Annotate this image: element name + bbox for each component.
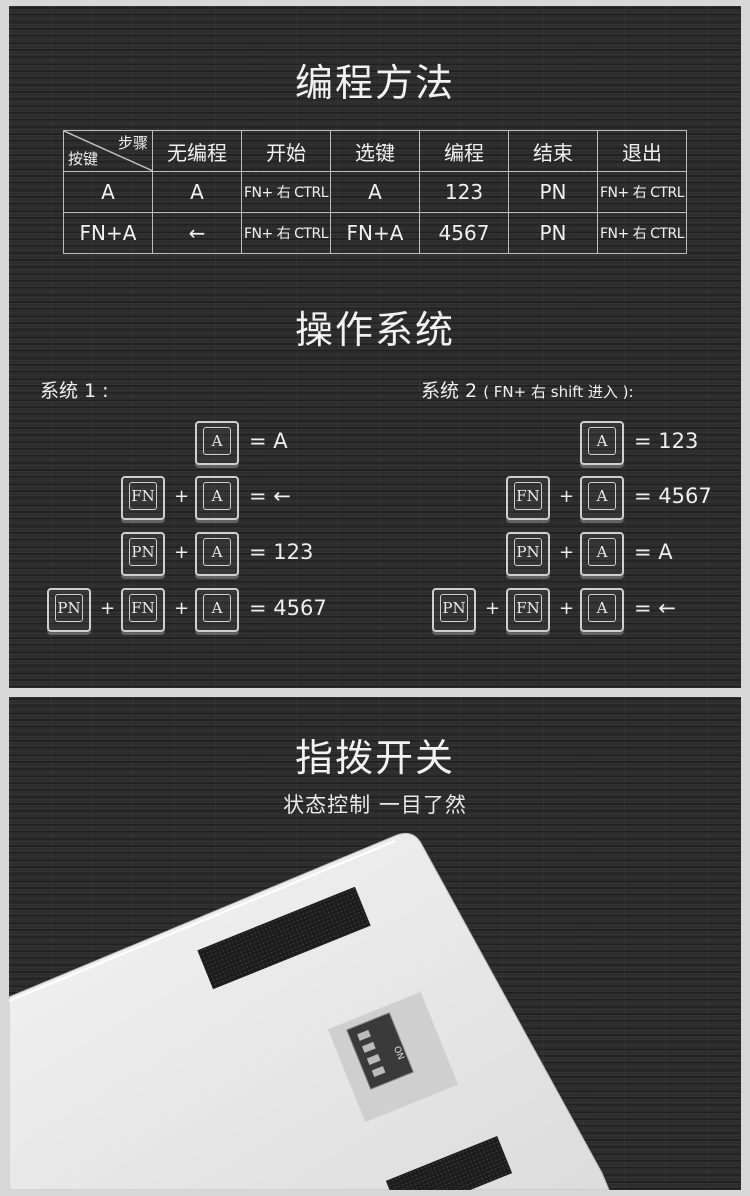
os-title: 操作系统 <box>294 308 455 352</box>
rubber-foot <box>197 886 371 990</box>
keycap-label: A <box>588 538 616 566</box>
rubber-foot <box>385 1135 513 1190</box>
keycap-label: A <box>588 482 616 510</box>
programming-table: 步骤 按键 无编程 开始 选键 编程 结束 退出 A A FN+ 右 CTRL … <box>63 130 687 254</box>
table-header-row: 步骤 按键 无编程 开始 选键 编程 结束 退出 <box>63 130 687 172</box>
keyboard-bottom-image: ON <box>9 832 610 1190</box>
table-cell: FN+ 右 CTRL <box>241 171 331 213</box>
keycap-label: A <box>203 427 231 455</box>
keycap-a: A <box>195 532 239 576</box>
table-cell: FN+ 右 CTRL <box>597 212 687 254</box>
table-cell: PN <box>508 212 598 254</box>
system2-result: = 123 <box>634 429 699 453</box>
table-cell: PN <box>508 171 598 213</box>
system2-result: = ← <box>634 596 676 620</box>
table-cell: FN+ 右 CTRL <box>241 212 331 254</box>
plus-sign: + <box>559 598 575 619</box>
dip-subtitle: 状态控制 一目了然 <box>283 793 467 817</box>
dip-switch-panel: 指拨开关 状态控制 一目了然 ON <box>9 697 741 1190</box>
table-cell: FN+A <box>330 212 420 254</box>
system1-result: = 4567 <box>249 596 327 620</box>
diagonal-line <box>64 131 152 171</box>
plus-sign: + <box>174 486 190 507</box>
keycap-label: PN <box>129 538 157 566</box>
keycap-label: PN <box>514 538 542 566</box>
system2-label-main: 系统 2 <box>421 380 478 402</box>
table-header: 退出 <box>597 130 687 172</box>
system2-result: = 4567 <box>634 484 712 508</box>
system1-result: = A <box>249 429 288 453</box>
table-row: FN+A ← FN+ 右 CTRL FN+A 4567 PN FN+ 右 CTR… <box>63 212 687 254</box>
table-cell: 4567 <box>419 212 509 254</box>
table-header: 结束 <box>508 130 598 172</box>
keycap-fn: FN <box>506 476 550 520</box>
system1-result: = ← <box>249 484 291 508</box>
system1-label: 系统 1 : <box>40 380 109 402</box>
keycap-fn: FN <box>121 476 165 520</box>
table-cell: ← <box>152 212 242 254</box>
keycap-a: A <box>580 476 624 520</box>
system2-label: 系统 2 ( FN+ 右 shift 进入 ): <box>421 376 634 403</box>
system2-result: = A <box>634 540 673 564</box>
table-header: 开始 <box>241 130 331 172</box>
dip-on-label: ON <box>391 1045 405 1062</box>
keycap-pn: PN <box>121 532 165 576</box>
table-cell: A <box>152 171 242 213</box>
plus-sign: + <box>100 598 116 619</box>
system1-result: = 123 <box>249 540 314 564</box>
keycap-label: FN <box>514 594 542 622</box>
system2-label-detail: ( FN+ 右 shift 进入 ): <box>483 383 634 401</box>
keycap-fn: FN <box>506 588 550 632</box>
programming-panel: 编程方法 步骤 按键 无编程 开始 选键 编程 结束 退出 A A FN+ 右 … <box>9 6 741 688</box>
dip-title: 指拨开关 <box>294 736 455 780</box>
table-cell: 123 <box>419 171 509 213</box>
programming-title: 编程方法 <box>294 61 455 105</box>
plus-sign: + <box>559 542 575 563</box>
keycap-a: A <box>195 588 239 632</box>
table-header: 选键 <box>330 130 420 172</box>
table-cell: A <box>63 171 153 213</box>
corner-top-label: 步骤 <box>117 134 148 152</box>
keycap-label: FN <box>129 594 157 622</box>
plus-sign: + <box>174 598 190 619</box>
table-header: 无编程 <box>152 130 242 172</box>
table-cell: A <box>330 171 420 213</box>
keycap-a: A <box>580 421 624 465</box>
keycap-label: A <box>588 427 616 455</box>
keycap-label: A <box>588 594 616 622</box>
keycap-label: A <box>203 594 231 622</box>
table-row: A A FN+ 右 CTRL A 123 PN FN+ 右 CTRL <box>63 171 687 213</box>
plus-sign: + <box>174 542 190 563</box>
keycap-label: FN <box>129 482 157 510</box>
keycap-label: PN <box>55 594 83 622</box>
keycap-label: A <box>203 482 231 510</box>
keycap-pn: PN <box>47 588 91 632</box>
keycap-a: A <box>195 421 239 465</box>
keycap-fn: FN <box>121 588 165 632</box>
table-corner-cell: 步骤 按键 <box>63 130 153 172</box>
keycap-a: A <box>195 476 239 520</box>
table-cell: FN+ 右 CTRL <box>597 171 687 213</box>
plus-sign: + <box>485 598 501 619</box>
table-cell: FN+A <box>63 212 153 254</box>
keycap-pn: PN <box>432 588 476 632</box>
corner-bottom-label: 按键 <box>68 150 99 168</box>
keycap-label: A <box>203 538 231 566</box>
plus-sign: + <box>559 486 575 507</box>
keycap-label: FN <box>514 482 542 510</box>
table-header: 编程 <box>419 130 509 172</box>
keycap-pn: PN <box>506 532 550 576</box>
keycap-a: A <box>580 532 624 576</box>
keycap-a: A <box>580 588 624 632</box>
keycap-label: PN <box>440 594 468 622</box>
